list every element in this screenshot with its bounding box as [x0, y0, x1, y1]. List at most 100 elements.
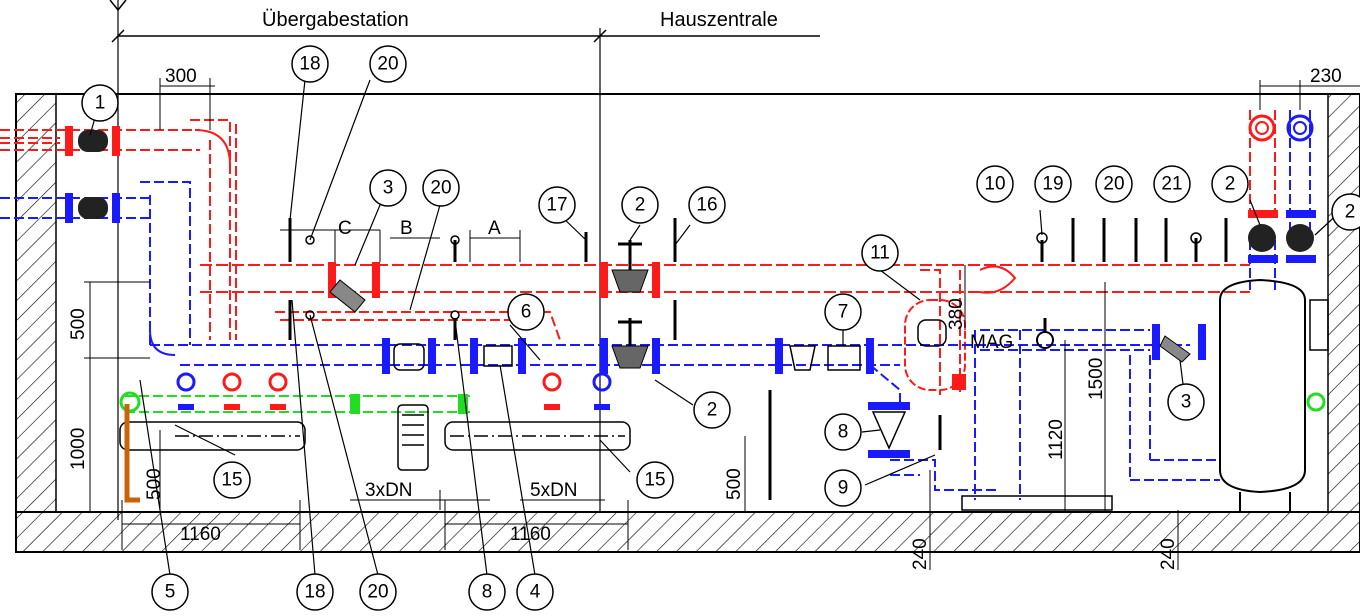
callout-15-right-text: 15 [644, 470, 665, 491]
return-pipes [0, 110, 1311, 500]
sensor-stems [288, 218, 1228, 500]
callout-15-right [636, 461, 674, 499]
mag-connection [1036, 318, 1054, 349]
callout-17-text: 17 [546, 195, 567, 216]
callouts [81, 45, 1360, 611]
callout-18-bottom-text: 18 [304, 582, 325, 603]
callout-19 [1034, 165, 1072, 203]
callout-9-text: 9 [838, 478, 849, 499]
callout-18-top-text: 18 [299, 54, 320, 75]
callout-21 [1153, 165, 1191, 203]
dimension-lines [84, 78, 1360, 570]
dim-500-bottom: 500 [144, 468, 165, 500]
callout-10 [976, 165, 1014, 203]
supply-cap [979, 265, 1017, 294]
callout-16 [688, 186, 726, 224]
return-riser-top [1286, 114, 1314, 142]
callout-8-bottom [468, 573, 506, 611]
label-mag: MAG [970, 332, 1013, 353]
storage-tank [1219, 278, 1306, 512]
callout-11-text: 11 [870, 243, 890, 264]
dirt-filter [397, 404, 429, 471]
callout-2-right [1211, 165, 1249, 203]
dim-240-b: 240 [1158, 538, 1179, 570]
dim-230: 230 [1310, 66, 1342, 87]
callout-2-bottom-text: 2 [707, 400, 718, 421]
callout-3-right-text: 3 [1181, 392, 1192, 413]
dim-500-mid: 500 [724, 468, 745, 500]
dim-1500: 1500 [1086, 358, 1107, 400]
label-b: B [400, 218, 413, 239]
dim-300: 300 [165, 66, 197, 87]
dim-1160-left: 1160 [180, 524, 221, 545]
dim-380: 380 [946, 298, 967, 330]
sensor-heads [305, 232, 1202, 320]
strainer-right [1152, 324, 1206, 363]
callout-7-text: 7 [838, 302, 849, 323]
dim-1160-right: 1160 [510, 524, 551, 545]
dim-240-a: 240 [910, 538, 931, 570]
secondary-pipe-end [119, 391, 141, 413]
callout-6-text: 6 [521, 302, 532, 323]
heading-uebergabestation: Übergabestation [262, 9, 409, 31]
callout-numbers: 1 18 20 3 20 17 2 16 6 11 7 10 19 20 21 … [95, 54, 1356, 603]
callout-leaders [89, 79, 1343, 576]
secondary-pipe [125, 395, 470, 413]
callout-1-text: 1 [95, 93, 106, 114]
callout-11 [861, 234, 899, 272]
dim-5xdn: 5xDN [530, 480, 578, 501]
callout-8-right-text: 8 [838, 422, 849, 443]
dim-1120: 1120 [1046, 419, 1067, 460]
callout-20-bottom-text: 20 [367, 582, 388, 603]
callout-20-mid-text: 20 [430, 178, 451, 199]
control-valve-top [600, 240, 660, 298]
callout-5 [151, 573, 189, 611]
callout-17 [538, 186, 576, 224]
callout-20-top [369, 45, 407, 83]
heading-hauszentrale: Hauszentrale [660, 9, 778, 31]
callout-20-right-text: 20 [1103, 174, 1124, 195]
callout-2-right-text: 2 [1225, 174, 1236, 195]
callout-2-edge [1331, 193, 1360, 231]
callout-3-right [1167, 383, 1205, 421]
callout-10-text: 10 [984, 174, 1005, 195]
callout-7 [824, 293, 862, 331]
callout-2-bottom [693, 391, 731, 429]
callout-18-bottom [296, 573, 334, 611]
valves [65, 126, 1316, 458]
callout-16-text: 16 [696, 195, 717, 216]
supply-elbow [194, 129, 231, 166]
flow-meter [470, 338, 526, 374]
secondary-valves [176, 372, 612, 410]
callout-8-bottom-text: 8 [482, 582, 493, 603]
callout-20-top-text: 20 [377, 54, 398, 75]
tank-side-panel [1309, 299, 1329, 351]
heading-lines [109, 0, 820, 520]
callout-15-left-text: 15 [221, 470, 242, 491]
callout-3-top [369, 169, 407, 207]
distributor-headers [119, 421, 631, 451]
callout-20-right [1095, 165, 1133, 203]
supply-riser-top [1248, 114, 1276, 142]
callout-19-text: 19 [1042, 174, 1063, 195]
supply-riser-inner [1255, 121, 1269, 135]
cone-strainer [868, 402, 910, 458]
callout-4-text: 4 [530, 582, 541, 603]
callout-2-edge-text: 2 [1345, 202, 1356, 223]
callout-8-right [824, 413, 862, 451]
drain-pipe [124, 404, 140, 503]
callout-2-top-text: 2 [635, 195, 646, 216]
callout-3-top-text: 3 [383, 178, 394, 199]
mag-stand [961, 495, 1113, 511]
label-c: C [338, 218, 352, 239]
callout-21-text: 21 [1161, 174, 1182, 195]
gate-valve-1 [65, 126, 120, 223]
dim-500-left: 500 [68, 308, 89, 340]
callout-9 [824, 469, 862, 507]
callout-4 [516, 573, 554, 611]
secondary-flange-2 [458, 394, 468, 414]
callout-2-top [621, 186, 659, 224]
dim-3xdn: 3xDN [365, 480, 413, 501]
